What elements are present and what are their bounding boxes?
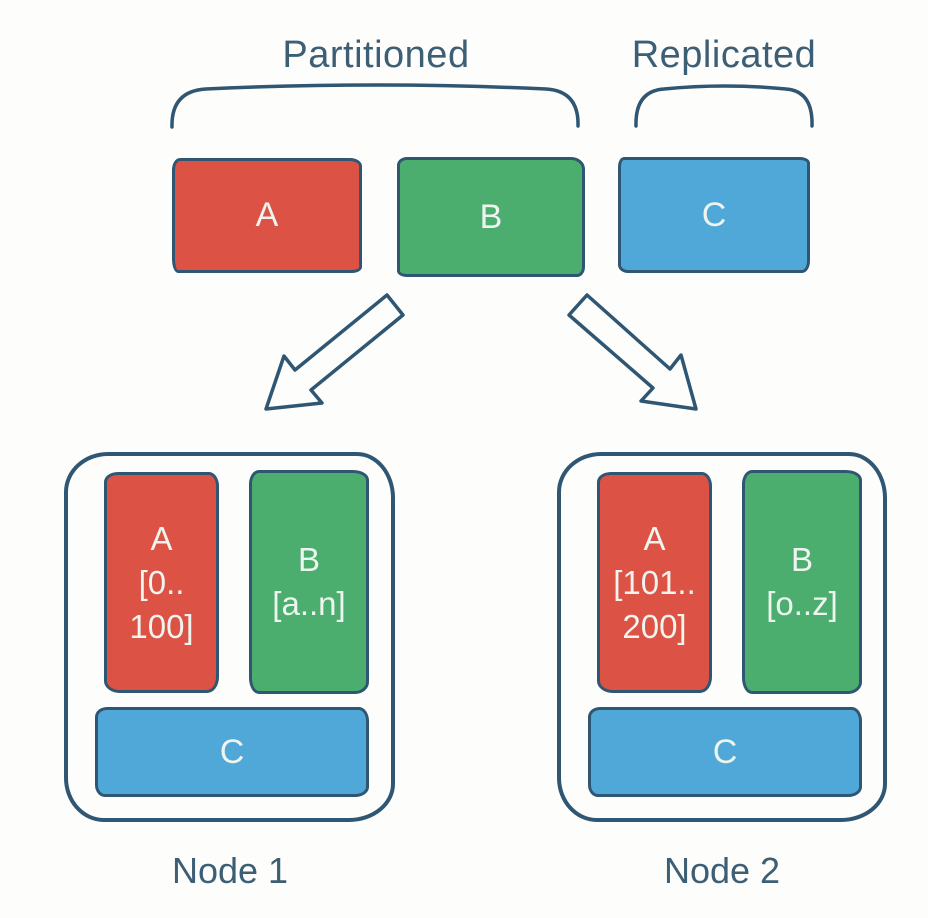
- node2-partition-b-range: [o..z]: [766, 585, 838, 622]
- node1-partition-b-range: [a..n]: [272, 585, 346, 622]
- node2-partition-b-name: B: [790, 541, 813, 578]
- table-a-label: A: [255, 196, 279, 234]
- node2-replica-c-label: C: [712, 733, 738, 771]
- node1-container: A [0.. 100] B [a..n] C: [64, 452, 395, 822]
- node1-partition-a-box: A [0.. 100]: [104, 472, 219, 693]
- table-b-box: B: [397, 157, 585, 277]
- node1-partition-a-name: A: [150, 519, 173, 557]
- node1-replica-c-box: C: [95, 707, 369, 797]
- partitioned-brace-icon: [170, 83, 580, 129]
- table-c-label: C: [701, 195, 727, 234]
- node1-partition-b-name: B: [297, 541, 320, 578]
- node1-partition-b-box: B [a..n]: [249, 470, 369, 694]
- table-b-label: B: [479, 197, 503, 236]
- node2-partition-a-box: A [101.. 200]: [597, 472, 712, 693]
- node2-partition-b-box: B [o..z]: [742, 470, 862, 694]
- node1-partition-a-range-end: 100]: [129, 607, 194, 645]
- node2-label: Node 2: [663, 850, 781, 891]
- partitioned-label: Partitioned: [282, 34, 470, 76]
- node2-partition-a-range-end: 200]: [622, 607, 687, 645]
- node1-replica-c-label: C: [219, 733, 245, 771]
- arrow-to-node2-icon: [567, 293, 698, 411]
- node2-replica-c-box: C: [588, 707, 862, 797]
- node2-partition-a-range-start: [101..: [613, 563, 696, 601]
- node2-container: A [101.. 200] B [o..z] C: [557, 452, 887, 822]
- replicated-label: Replicated: [631, 34, 817, 76]
- node1-partition-a-range-start: [0..: [138, 563, 185, 601]
- node1-label: Node 1: [171, 850, 289, 891]
- replicated-brace-icon: [634, 84, 814, 128]
- table-a-box: A: [172, 158, 362, 273]
- table-c-box: C: [618, 157, 810, 273]
- node2-partition-a-name: A: [643, 519, 666, 557]
- arrow-to-node1-icon: [264, 293, 405, 411]
